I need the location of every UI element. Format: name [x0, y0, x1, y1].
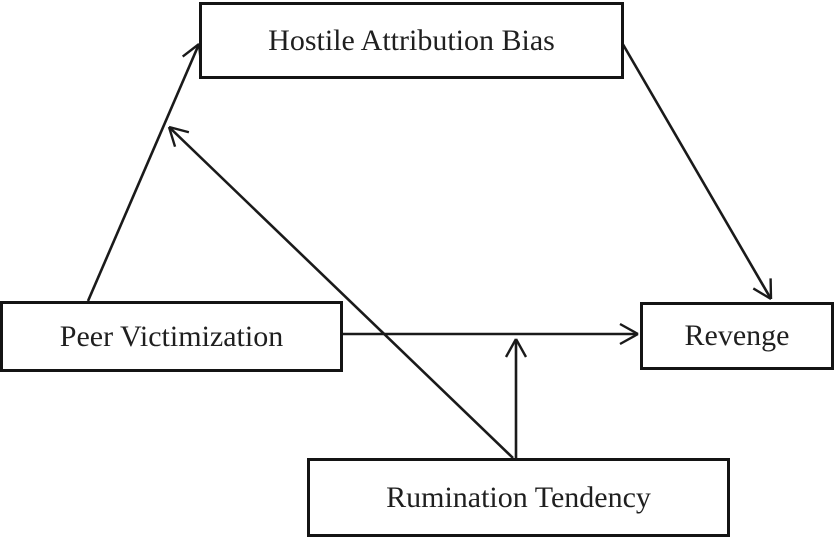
node-peer-victimization: Peer Victimization	[0, 301, 343, 372]
arrow-hostile-attribution-bias-to-revenge	[619, 40, 773, 301]
node-hostile-attribution-bias: Hostile Attribution Bias	[199, 2, 624, 79]
node-revenge-label: Revenge	[684, 319, 790, 352]
node-peer-victimization-label: Peer Victimization	[59, 319, 284, 353]
arrow-rumination-moderates-pv-hab-path	[167, 125, 514, 459]
node-revenge: Revenge	[640, 302, 834, 370]
node-hostile-attribution-bias-label: Hostile Attribution Bias	[268, 23, 555, 57]
node-rumination-tendency: Rumination Tendency	[307, 458, 730, 537]
node-rumination-tendency-label: Rumination Tendency	[386, 480, 651, 514]
arrow-peer-victimization-to-hostile-attribution-bias	[86, 43, 203, 302]
